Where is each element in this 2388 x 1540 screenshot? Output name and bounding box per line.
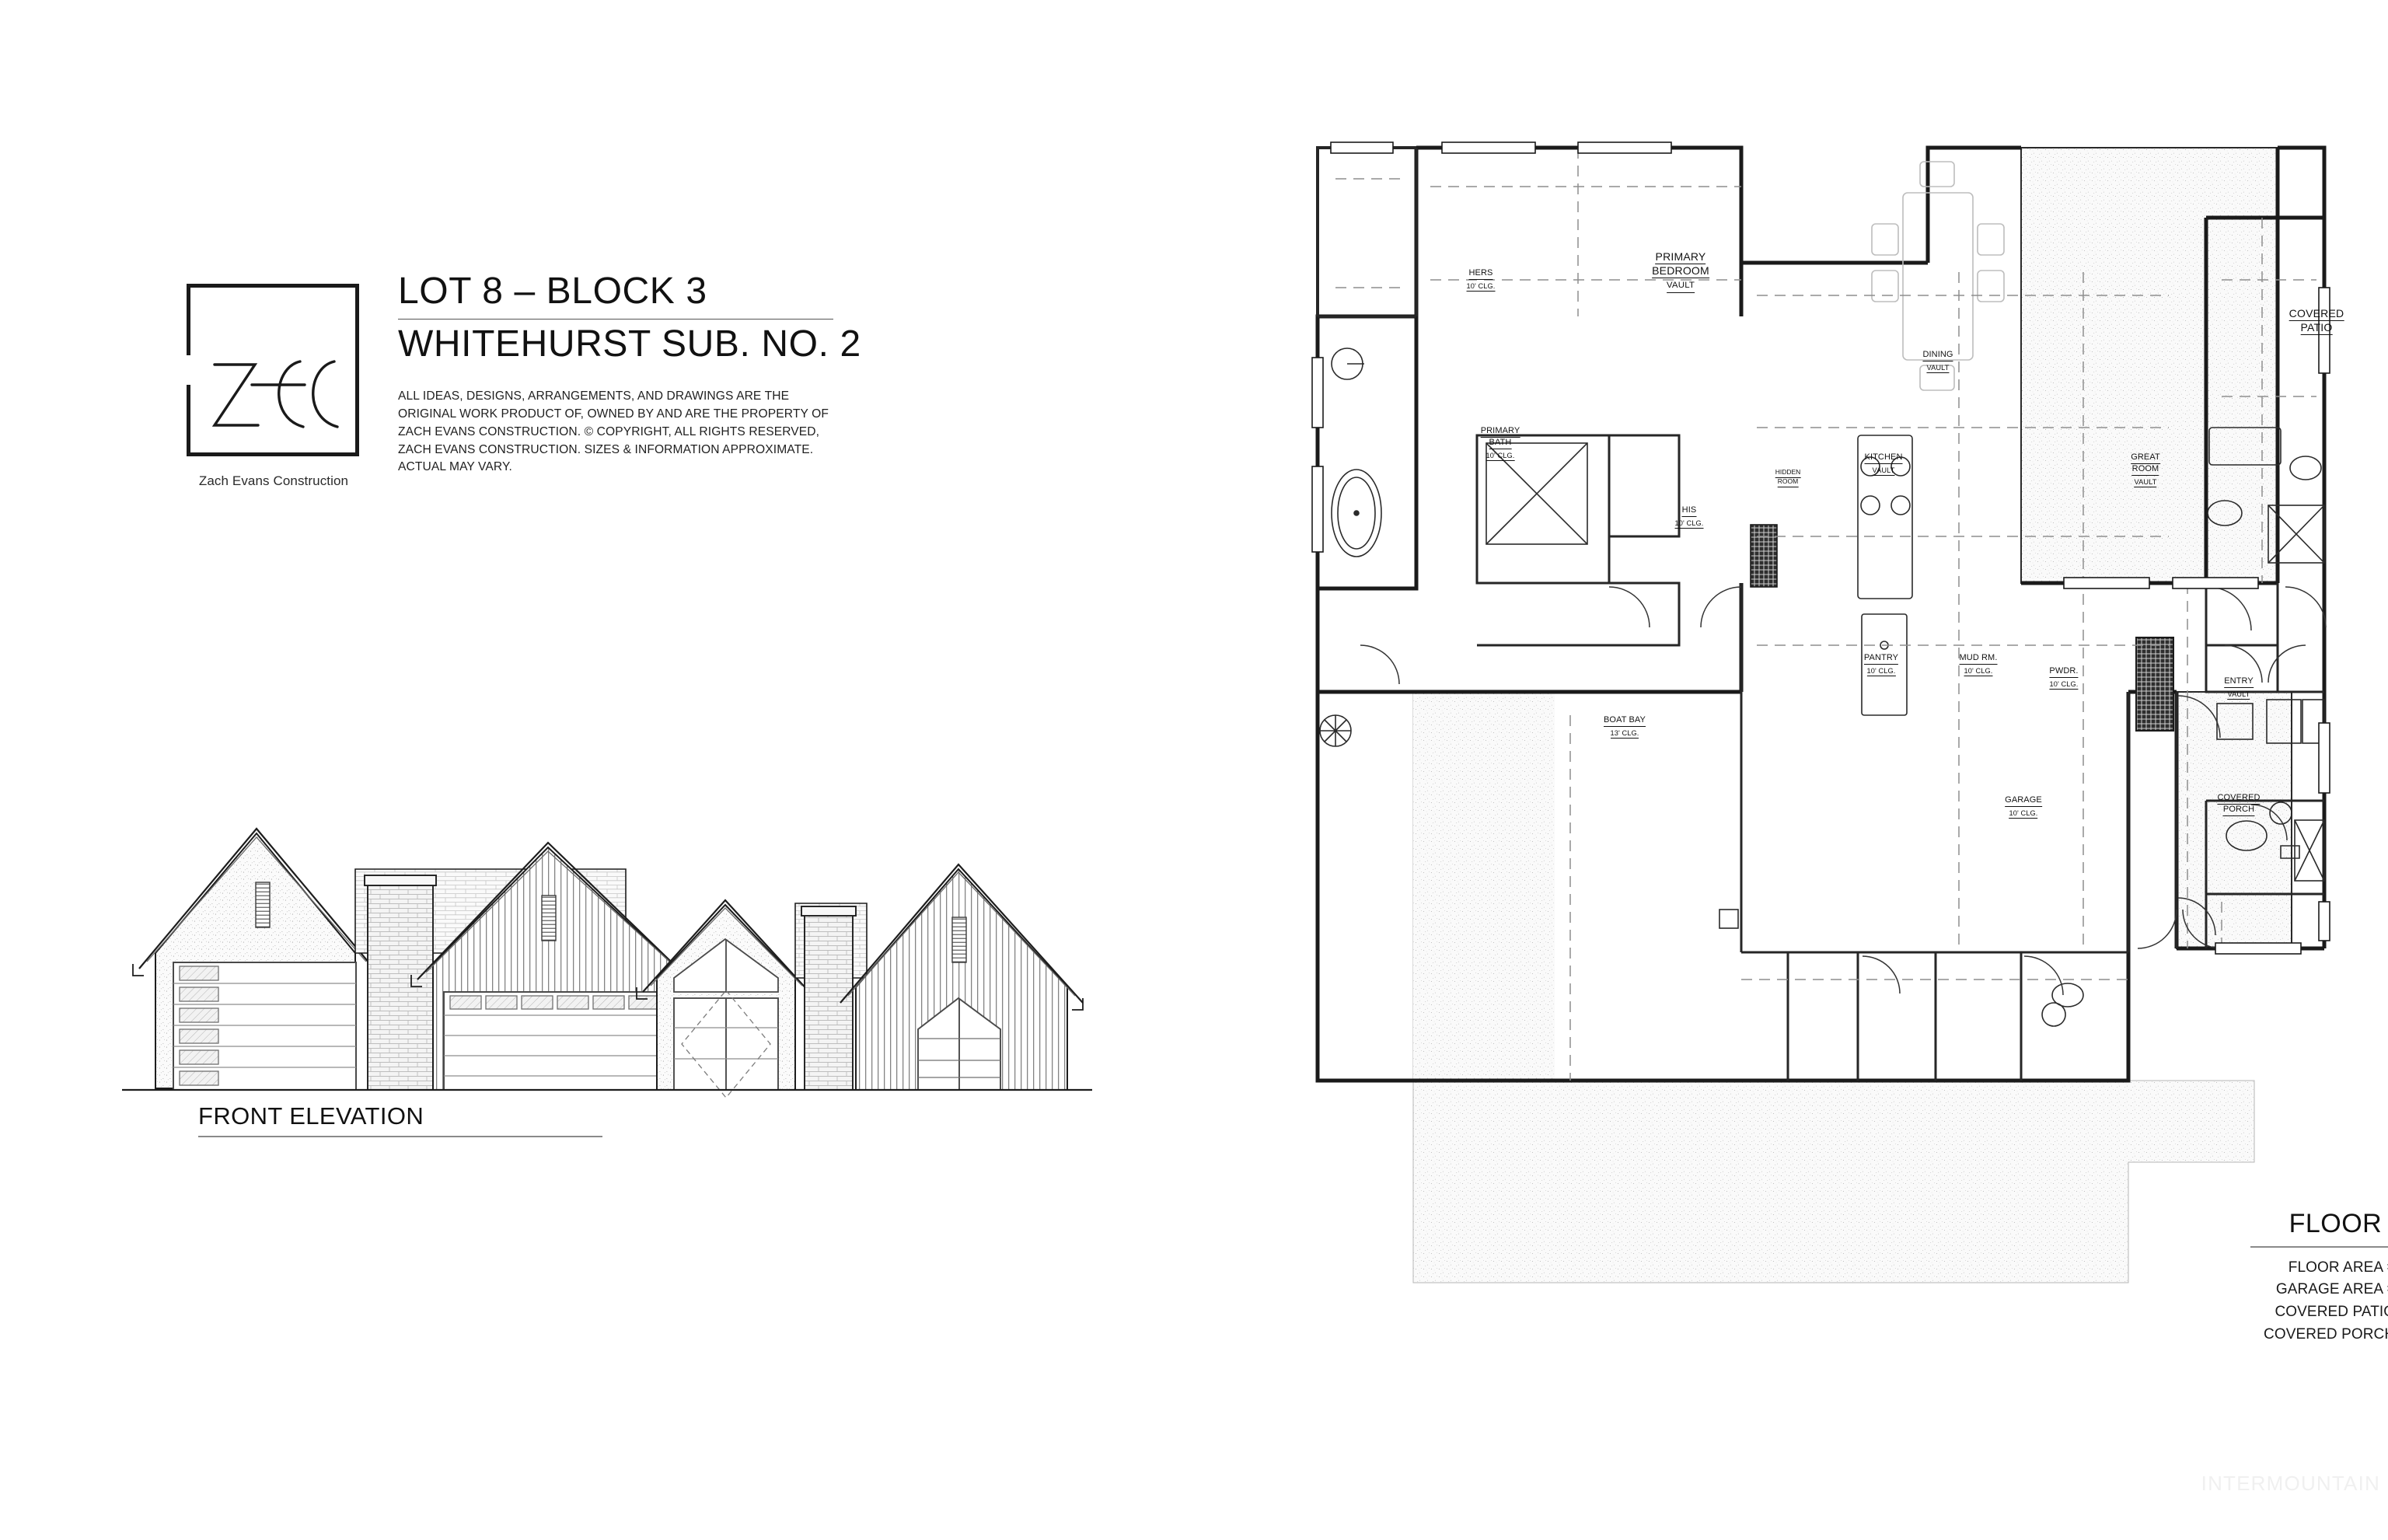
gable-vent-icon bbox=[255, 882, 271, 928]
logo-frame-left-lower bbox=[187, 385, 190, 456]
title-block: Zach Evans Construction LOT 8 – BLOCK 3 … bbox=[187, 271, 861, 529]
logo-caption: Zach Evans Construction bbox=[198, 473, 349, 488]
covered-porch-slab bbox=[2176, 691, 2292, 949]
elevation-caption-rule bbox=[198, 1136, 602, 1137]
logo-frame-right bbox=[355, 284, 359, 456]
front-elevation-drawing: FRONT ELEVATION bbox=[82, 731, 1100, 1151]
sheet-title: LOT 8 – BLOCK 3 WHITEHURST SUB. NO. 2 AL… bbox=[398, 271, 861, 477]
title-divider bbox=[398, 318, 833, 320]
interior-walls bbox=[1316, 146, 2324, 1081]
door-swings bbox=[1360, 586, 2327, 996]
elevation-caption: FRONT ELEVATION bbox=[198, 1102, 665, 1137]
watermark: INTERMOUNTAIN bbox=[2201, 1472, 2380, 1495]
side-walk bbox=[1413, 692, 1555, 1081]
elevation-entry-gable bbox=[636, 899, 810, 1099]
elevation-window-right bbox=[917, 997, 1001, 1091]
gable-vent-icon bbox=[541, 895, 557, 941]
ceiling-plane-lines bbox=[1335, 148, 2316, 1081]
covered-patio-slab bbox=[2020, 147, 2278, 584]
floor-plan-svg bbox=[1311, 141, 2330, 1283]
garage-door-single bbox=[173, 962, 357, 1091]
title-line-1: LOT 8 – BLOCK 3 bbox=[398, 271, 707, 312]
gable-vent-icon bbox=[951, 917, 967, 963]
window-symbols bbox=[1311, 141, 2330, 955]
floor-plan-caption-text: FLOOR PLAN bbox=[2288, 1209, 2388, 1238]
area-line: COVERED PATIO = 166 SF bbox=[2275, 1304, 2388, 1321]
garage-door-double bbox=[443, 991, 670, 1091]
zec-logo: Zach Evans Construction bbox=[187, 284, 359, 488]
area-summary-list: FLOOR AREA = 2,884 SF GARAGE AREA = 1,194… bbox=[2212, 1257, 2388, 1347]
zec-monogram-icon bbox=[211, 360, 339, 428]
room-label-mud-rm: MUD RM.10' CLG. bbox=[1959, 653, 1998, 677]
legal-notice: ALL IDEAS, DESIGNS, ARRANGEMENTS, AND DR… bbox=[398, 389, 829, 474]
elevation-chimney-left bbox=[364, 875, 437, 1091]
area-line: FLOOR AREA = 2,884 SF bbox=[2288, 1259, 2388, 1276]
area-line: COVERED PORCH = 168 SF bbox=[2264, 1326, 2388, 1343]
elevation-right-wing bbox=[840, 863, 1084, 1091]
elevation-caption-text: FRONT ELEVATION bbox=[198, 1102, 424, 1130]
floor-plan-caption-rule bbox=[2250, 1246, 2388, 1248]
logo-frame-bottom bbox=[187, 452, 359, 456]
room-label-pwdr: PWDR.10' CLG. bbox=[2049, 666, 2079, 690]
floor-plan-caption: FLOOR PLAN FLOOR AREA = 2,884 SF GARAGE A… bbox=[2212, 1209, 2388, 1346]
elevation-chimney-right bbox=[794, 903, 868, 1091]
area-line: GARAGE AREA = 1,194 SF bbox=[2275, 1281, 2388, 1298]
title-line-2: WHITEHURST SUB. NO. 2 bbox=[398, 323, 861, 365]
logo-frame-left-upper bbox=[187, 284, 190, 355]
plan-fixtures bbox=[1319, 161, 2325, 1027]
elevation-svg bbox=[122, 827, 1092, 1099]
logo-frame-top bbox=[187, 284, 359, 288]
